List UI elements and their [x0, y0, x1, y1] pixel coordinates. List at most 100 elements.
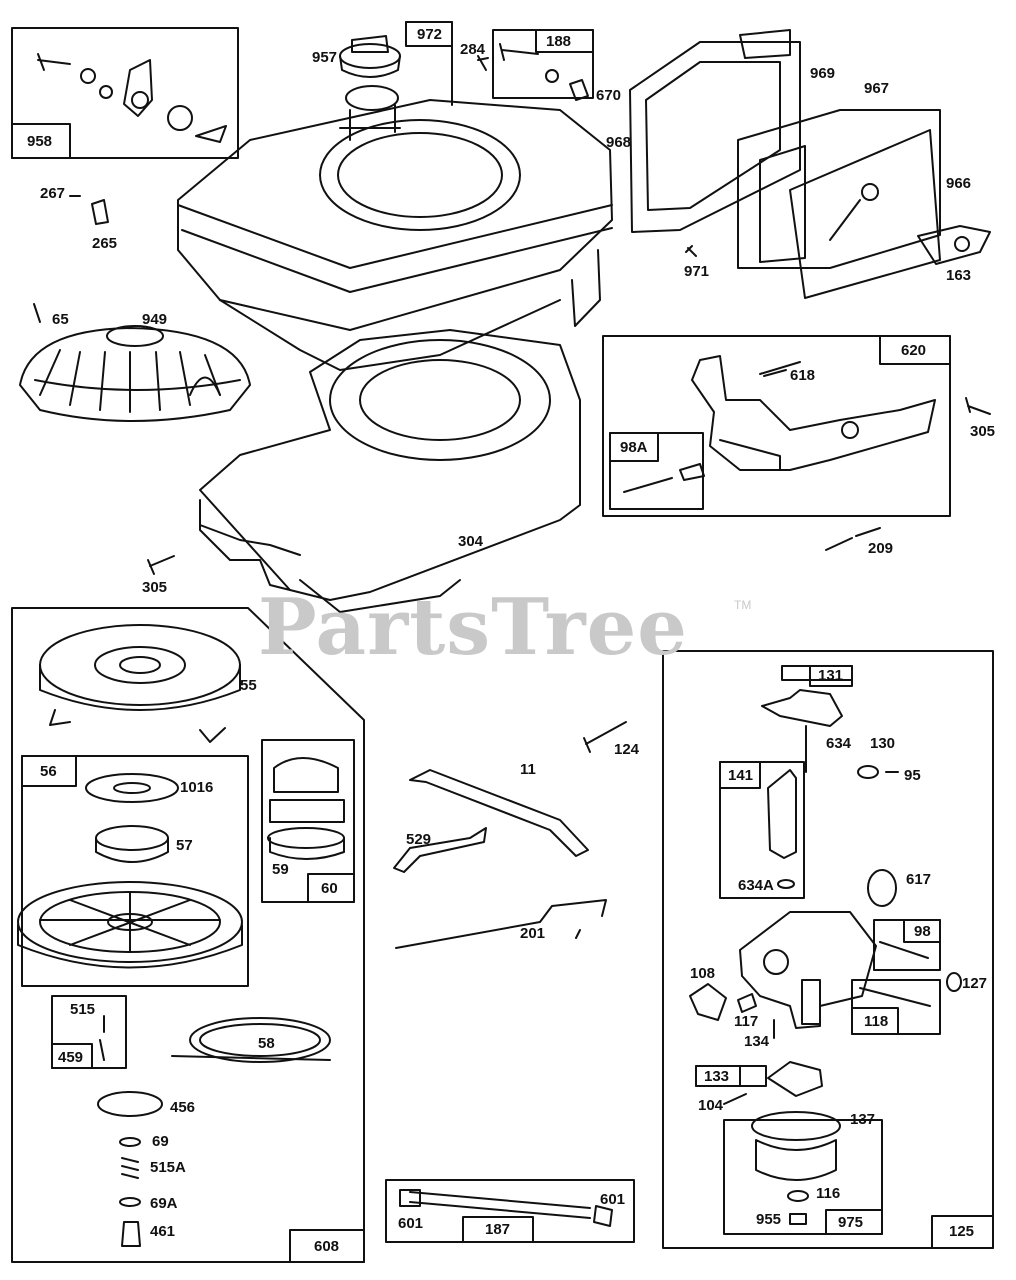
box-958-frame	[11, 27, 239, 159]
box-label-131: 131	[818, 667, 844, 684]
fuel-line-187	[399, 1189, 613, 1227]
box-label-459: 459	[58, 1049, 84, 1066]
box-label-98a: 98A	[620, 439, 648, 456]
box-56-frame	[21, 755, 249, 987]
callout-618: 618	[790, 367, 816, 384]
carburetor-body	[739, 911, 877, 1029]
callout-305-left: 305	[142, 579, 168, 596]
box-133-tag	[695, 1065, 741, 1087]
callout-957: 957	[312, 49, 338, 66]
box-958-tag	[11, 123, 71, 159]
air-cleaner-assembly	[629, 29, 991, 299]
spring-618	[763, 369, 787, 377]
pin-117	[737, 993, 757, 1013]
callout-124: 124	[614, 741, 640, 758]
watermark-text: PartsTree	[258, 582, 688, 673]
callout-130: 130	[870, 735, 896, 752]
screw-305-left	[147, 555, 175, 575]
washer-69	[119, 1137, 141, 1147]
box-56-tag	[21, 755, 77, 787]
callout-670: 670	[596, 87, 622, 104]
callout-57: 57	[176, 837, 193, 854]
callout-617: 617	[906, 871, 932, 888]
callout-59: 59	[272, 861, 289, 878]
box-975-frame	[723, 1119, 883, 1235]
governor-assembly	[691, 355, 936, 471]
callout-108: 108	[690, 965, 716, 982]
callout-117: 117	[734, 1013, 759, 1030]
callout-104: 104	[698, 1097, 724, 1114]
box-98-tag	[903, 919, 941, 943]
box-608-frame	[11, 607, 365, 1263]
gasket-617	[867, 869, 897, 907]
callout-69: 69	[152, 1133, 169, 1150]
callout-304: 304	[458, 533, 484, 550]
box-620-frame	[602, 335, 951, 517]
spring-515	[99, 1015, 105, 1061]
callout-515: 515	[70, 1001, 96, 1018]
box-125-frame	[662, 650, 994, 1249]
screw-98	[879, 941, 929, 959]
pulley-56	[17, 881, 243, 969]
box-459-tag	[51, 1043, 93, 1069]
washer-69a	[119, 1197, 141, 1207]
box-188-frame	[492, 29, 594, 99]
washer-130	[857, 765, 879, 779]
callout-971: 971	[684, 263, 710, 280]
screw-124	[583, 721, 627, 753]
ratchet-456	[97, 1091, 163, 1117]
flange-108	[689, 983, 727, 1021]
box-label-972: 972	[417, 26, 443, 43]
callout-127: 127	[962, 975, 988, 992]
callout-137: 137	[850, 1111, 876, 1128]
box-608-tag	[289, 1229, 365, 1263]
box-141-tag	[719, 761, 761, 789]
rope-58	[171, 1017, 331, 1063]
ring-127	[946, 972, 962, 992]
box-label-187: 187	[485, 1221, 511, 1238]
box-131-tag	[809, 665, 853, 687]
screw-98a	[623, 463, 705, 493]
spring-209	[825, 527, 881, 551]
callout-305-right: 305	[970, 423, 996, 440]
screw-65	[33, 303, 41, 323]
box-label-608: 608	[314, 1238, 340, 1255]
callout-55: 55	[240, 677, 257, 694]
box-label-118: 118	[864, 1013, 889, 1030]
box-label-975: 975	[838, 1214, 864, 1231]
nut-670	[569, 79, 589, 101]
callout-209: 209	[868, 540, 894, 557]
spring-515a	[121, 1157, 139, 1179]
callout-265: 265	[92, 235, 118, 252]
box-label-141: 141	[728, 767, 754, 784]
fuel-cap	[339, 35, 401, 78]
box-60-tag	[307, 873, 355, 903]
box-label-56: 56	[40, 763, 57, 780]
box-187-tag	[462, 1216, 534, 1243]
box-141-frame	[719, 761, 805, 899]
washer-1016	[85, 773, 179, 803]
clip-265	[91, 199, 109, 225]
callout-634a: 634A	[738, 877, 774, 894]
callout-58: 58	[258, 1035, 275, 1052]
box-label-98: 98	[914, 923, 931, 940]
washer-188	[545, 69, 559, 83]
breather-tube-11	[409, 769, 589, 857]
callout-969: 969	[810, 65, 836, 82]
spring-57	[95, 825, 169, 863]
callout-267: 267	[40, 185, 66, 202]
box-188-tag	[535, 29, 594, 53]
callout-949: 949	[142, 311, 168, 328]
callout-966: 966	[946, 175, 972, 192]
callout-955: 955	[756, 1211, 782, 1228]
callout-461: 461	[150, 1223, 176, 1240]
callout-515a: 515A	[150, 1159, 186, 1176]
callout-529: 529	[406, 831, 432, 848]
box-label-60: 60	[321, 880, 338, 897]
box-label-620: 620	[901, 342, 927, 359]
pin-104	[723, 1093, 747, 1105]
control-lever-parts	[37, 53, 227, 143]
box-label-125: 125	[949, 1223, 975, 1240]
callout-967: 967	[864, 80, 890, 97]
